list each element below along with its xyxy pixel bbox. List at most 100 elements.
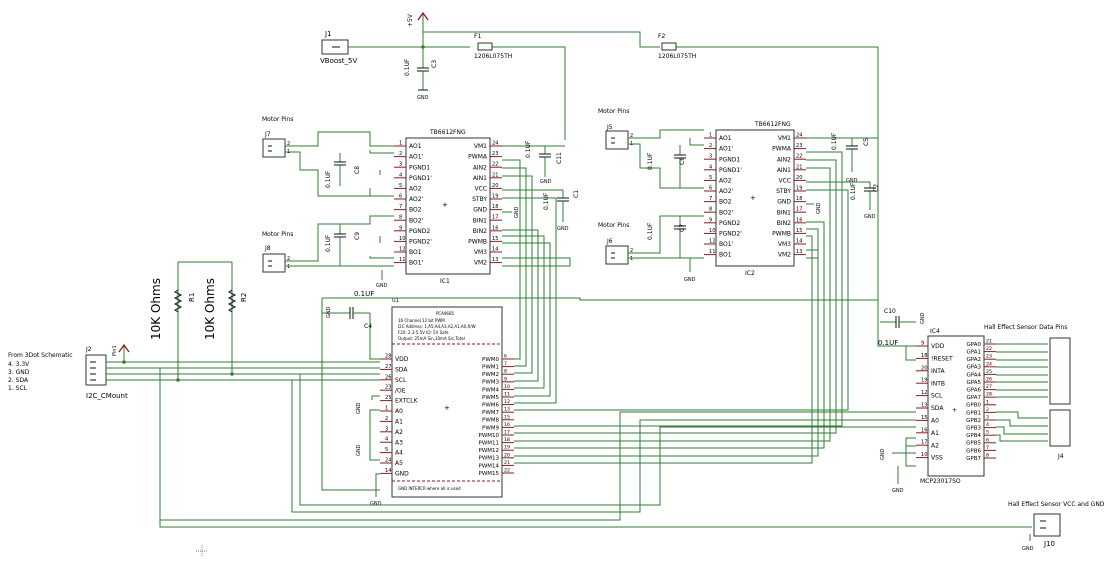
ic2-gnd-label: GND — [684, 277, 696, 283]
pin-number: 25 — [385, 395, 391, 401]
pca9685-chip[interactable]: PCA9685 16 Channel 12 bit PWM I2C Addres… — [380, 298, 514, 498]
pin-name: PWMB — [772, 231, 791, 238]
pin-name: BO1 — [409, 249, 422, 256]
from3dot-line-3: 1. SCL — [8, 385, 28, 392]
j7-connector[interactable]: Motor Pins J7 21 — [262, 116, 293, 158]
c2-capacitor[interactable]: 0.1UF C2 GND — [850, 182, 880, 220]
f1-ref: F1 — [474, 33, 481, 40]
pin-number: 20 — [921, 365, 927, 371]
c7-ref: C7 — [679, 224, 686, 232]
pin-number: 9 — [709, 217, 712, 223]
r1-resistor[interactable]: 10K Ohms R1 — [149, 278, 196, 340]
c11-capacitor[interactable]: 0.1UF C11 GND — [525, 140, 563, 185]
pin-number: 2 — [986, 407, 989, 413]
ic2-origin-mark: + — [750, 194, 756, 202]
pin-number: 4 — [399, 172, 402, 178]
pin-name: BO1' — [719, 241, 734, 248]
pin-number: 6 — [709, 186, 712, 192]
ic2-part: TB6612FNG — [754, 121, 791, 128]
from-3dot-notes: From 3Dot Schematic 4. 3.3V 3. GND 2. SD… — [8, 352, 73, 392]
r2-resistor[interactable]: 10K Ohms R2 — [203, 278, 248, 340]
c1-capacitor[interactable]: 0.1UF C1 GND — [543, 190, 580, 232]
pin-number: 27 — [986, 384, 992, 390]
j8-connector[interactable]: Motor Pins J8 21 — [262, 231, 293, 273]
pin-number: 24 — [385, 458, 391, 464]
c11-gnd: GND — [540, 179, 552, 185]
pin-number: 9 — [921, 341, 924, 347]
j10-connector[interactable]: Hall Effect Sensor VCC and GND J10 — [1008, 501, 1105, 548]
j7-motor-pins-label: Motor Pins — [262, 116, 293, 123]
ic1-gnd-label: GND — [376, 283, 388, 289]
pin-number: 17 — [504, 430, 510, 436]
j3-connector[interactable]: Hall Effect Sensor Data Pins J3 — [984, 324, 1071, 416]
pca-note-1: I2C Address: 1,A5,A4,A3,A2,A1,A0,R/W — [398, 324, 476, 329]
pin-name: BIN1 — [473, 217, 487, 224]
r1-value: 10K Ohms — [149, 278, 163, 340]
c10-value: 0.1UF — [878, 339, 898, 347]
pin-name: PWM10 — [479, 433, 500, 439]
c6-capacitor[interactable]: 0.1UF C6 — [647, 145, 686, 188]
c5-capacitor[interactable]: 0.1UF C5 GND — [831, 132, 870, 184]
pin-name: PGND2 — [719, 220, 740, 227]
j7-ref: J7 — [264, 131, 271, 138]
c8-capacitor[interactable]: 0.1UF C8 — [325, 153, 361, 188]
pin-number: 15 — [504, 414, 510, 420]
pin-name: VM3 — [474, 249, 487, 256]
pin-number: 14 — [492, 247, 498, 253]
j4-connector[interactable]: J4 — [1049, 409, 1071, 460]
pin-name: VDD — [931, 343, 945, 350]
c1-ref: C1 — [573, 190, 580, 198]
pin-number: 19 — [492, 194, 498, 200]
pin-number: 28 — [385, 354, 391, 360]
c3-capacitor[interactable]: 0.1UF C3 GND — [404, 47, 438, 101]
j6-connector[interactable]: Motor Pins J6 21 — [598, 222, 633, 265]
c1-gnd: GND — [557, 226, 569, 232]
pin-number: 5 — [399, 183, 402, 189]
pin-name: GPA7 — [967, 395, 982, 401]
pca-title: PCA9685 — [436, 311, 455, 316]
from3dot-line-2: 2. SDA — [8, 377, 29, 384]
pin-number: 10 — [504, 384, 510, 390]
c4-capacitor[interactable]: 0.1UF C4 GND — [322, 290, 374, 330]
j8-ref: J8 — [264, 245, 271, 252]
pin-number: 3 — [986, 415, 989, 421]
pin-number: 8 — [504, 369, 507, 375]
pin-name: SDA — [931, 405, 944, 412]
c7-capacitor[interactable]: 0.1UF C7 — [647, 216, 686, 258]
pin-number: 13 — [492, 257, 498, 263]
pin-number: 16 — [492, 225, 498, 231]
j2-connector[interactable]: J2 I2C_CMount Pin1 — [85, 345, 128, 400]
j5-connector[interactable]: Motor Pins J5 21 — [598, 108, 633, 150]
pin-number: 15 — [492, 236, 498, 242]
pin-name: VM1 — [778, 135, 791, 142]
c10-capacitor[interactable]: C10 0.1UF GND — [878, 308, 926, 347]
pin-number: 17 — [796, 207, 802, 213]
c9-capacitor[interactable]: 0.1UF C9 — [325, 224, 361, 266]
ic4-origin-mark: + — [952, 407, 957, 414]
